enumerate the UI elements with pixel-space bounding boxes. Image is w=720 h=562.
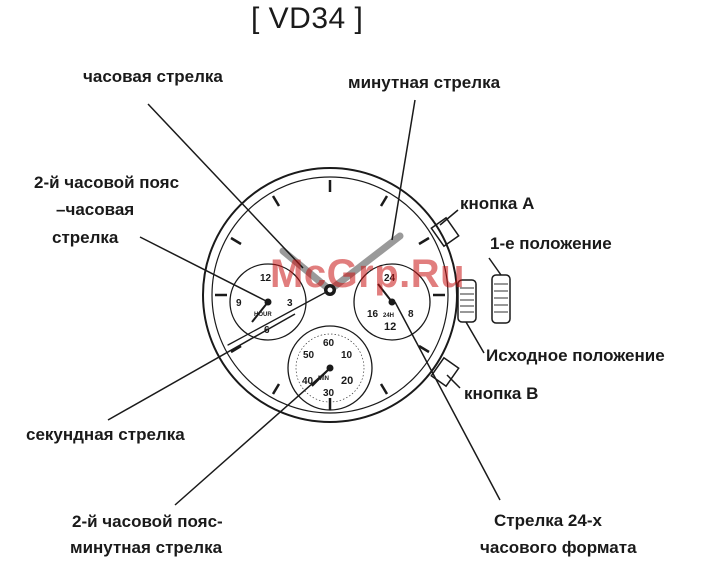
right-subdial-8: 8 <box>408 309 414 320</box>
leader-home-position <box>466 322 484 353</box>
label-second-tz-minute-2: минутная стрелка <box>70 537 222 558</box>
bottom-subdial-20: 20 <box>341 375 353 387</box>
left-subdial-9: 9 <box>236 298 242 309</box>
left-subdial-hour: HOUR <box>254 312 272 318</box>
label-second-hand: секундная стрелка <box>26 424 185 445</box>
label-button-b: кнопка B <box>464 383 538 404</box>
leader-second-tz-minute <box>175 368 330 505</box>
label-hour-hand: часовая стрелка <box>83 66 223 87</box>
bottom-subdial-10: 10 <box>341 350 353 361</box>
bottom-subdial-60: 60 <box>323 338 335 349</box>
bottom-subdial-40: 40 <box>302 376 314 387</box>
bottom-subdial-50: 50 <box>303 350 315 361</box>
label-button-a: кнопка A <box>460 193 534 214</box>
label-second-tz-hour-1: 2-й часовой пояс <box>34 172 179 193</box>
label-24h-hand-1: Стрелка 24-х <box>494 510 602 531</box>
leader-minute-hand <box>392 100 415 240</box>
watermark: McGrp.Ru <box>270 252 465 297</box>
bottom-subdial-30: 30 <box>323 388 335 399</box>
label-second-tz-hour-3: стрелка <box>52 227 118 248</box>
label-position-1: 1-е положение <box>490 233 612 254</box>
left-subdial-3: 3 <box>287 298 293 309</box>
right-subdial-24h: 24H <box>383 313 394 319</box>
label-minute-hand: минутная стрелка <box>348 72 500 93</box>
label-second-tz-minute-1: 2-й часовой пояс- <box>72 511 223 532</box>
label-second-tz-hour-2: –часовая <box>56 199 134 220</box>
label-24h-hand-2: часового формата <box>480 537 637 558</box>
label-home-position: Исходное положение <box>486 345 665 366</box>
leader-position-1 <box>489 258 501 275</box>
right-subdial-16: 16 <box>367 309 379 320</box>
crown-position-1 <box>492 275 510 323</box>
second-hand-shape <box>228 290 330 345</box>
right-subdial-12: 12 <box>384 321 396 333</box>
